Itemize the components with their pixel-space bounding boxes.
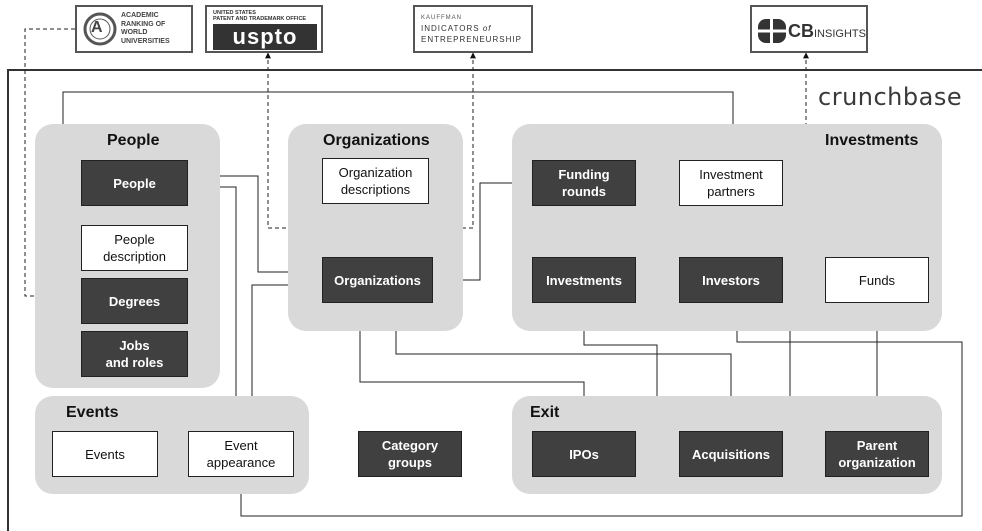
arwu-letter: A bbox=[91, 19, 103, 36]
node-investment-partners: Investment partners bbox=[679, 160, 783, 206]
cbinsights-logo: CBINSIGHTS bbox=[750, 5, 868, 53]
node-organization-descriptions: Organization descriptions bbox=[322, 158, 429, 204]
cbinsights-rest: INSIGHTS bbox=[814, 28, 866, 40]
crunchbase-wordmark: crunchbase bbox=[818, 83, 963, 111]
uspto-logo: UNITED STATES PATENT AND TRADEMARK OFFIC… bbox=[205, 5, 323, 53]
arwu-line-1: ACADEMIC bbox=[121, 12, 159, 19]
node-funding-rounds: Funding rounds bbox=[532, 160, 636, 206]
kauffman-line-2: ENTREPRENEURSHIP bbox=[421, 35, 522, 44]
node-organizations: Organizations bbox=[322, 257, 433, 303]
node-investors: Investors bbox=[679, 257, 783, 303]
node-jobs-and-roles: Jobs and roles bbox=[81, 331, 188, 377]
node-event-appearance: Event appearance bbox=[188, 431, 294, 477]
kauffman-top: KAUFFMAN bbox=[421, 15, 462, 21]
kauffman-line-1: INDICATORS bbox=[421, 24, 480, 33]
node-events: Events bbox=[52, 431, 158, 477]
node-funds: Funds bbox=[825, 257, 929, 303]
cbinsights-icon bbox=[758, 19, 786, 43]
investments-group-title: Investments bbox=[825, 132, 919, 149]
arwu-line-3: WORLD bbox=[121, 29, 148, 36]
link-kauffman-to-organizations bbox=[403, 52, 476, 258]
node-ipos: IPOs bbox=[532, 431, 636, 477]
arwu-line-2: RANKING OF bbox=[121, 20, 166, 28]
node-people-description: People description bbox=[81, 225, 188, 271]
arwu-logo: A ACADEMIC RANKING OF WORLD UNIVERSITIES bbox=[75, 5, 193, 53]
link-investors-to-event-appearance bbox=[238, 303, 963, 517]
exit-group-title: Exit bbox=[530, 404, 560, 421]
people-group-title: People bbox=[107, 132, 160, 149]
node-acquisitions: Acquisitions bbox=[679, 431, 783, 477]
kauffman-of: of bbox=[482, 24, 492, 33]
events-group-title: Events bbox=[66, 404, 119, 421]
kauffman-logo: KAUFFMAN INDICATORS of ENTREPRENEURSHIP bbox=[413, 5, 533, 53]
node-degrees: Degrees bbox=[81, 278, 188, 324]
uspto-subtitle: UNITED STATES PATENT AND TRADEMARK OFFIC… bbox=[213, 10, 307, 22]
cbinsights-bold: CB bbox=[788, 21, 814, 41]
crunchbase-frame bbox=[7, 69, 982, 531]
arwu-emblem-icon bbox=[83, 12, 117, 46]
link-uspto-to-organizations bbox=[265, 52, 352, 258]
node-investments: Investments bbox=[532, 257, 636, 303]
node-people: People bbox=[81, 160, 188, 206]
node-parent-organization: Parent organization bbox=[825, 431, 929, 477]
organizations-group-title: Organizations bbox=[323, 132, 430, 149]
node-category-groups: Category groups bbox=[358, 431, 462, 477]
arwu-line-4: UNIVERSITIES bbox=[121, 37, 170, 45]
uspto-wordmark: uspto bbox=[213, 24, 317, 50]
